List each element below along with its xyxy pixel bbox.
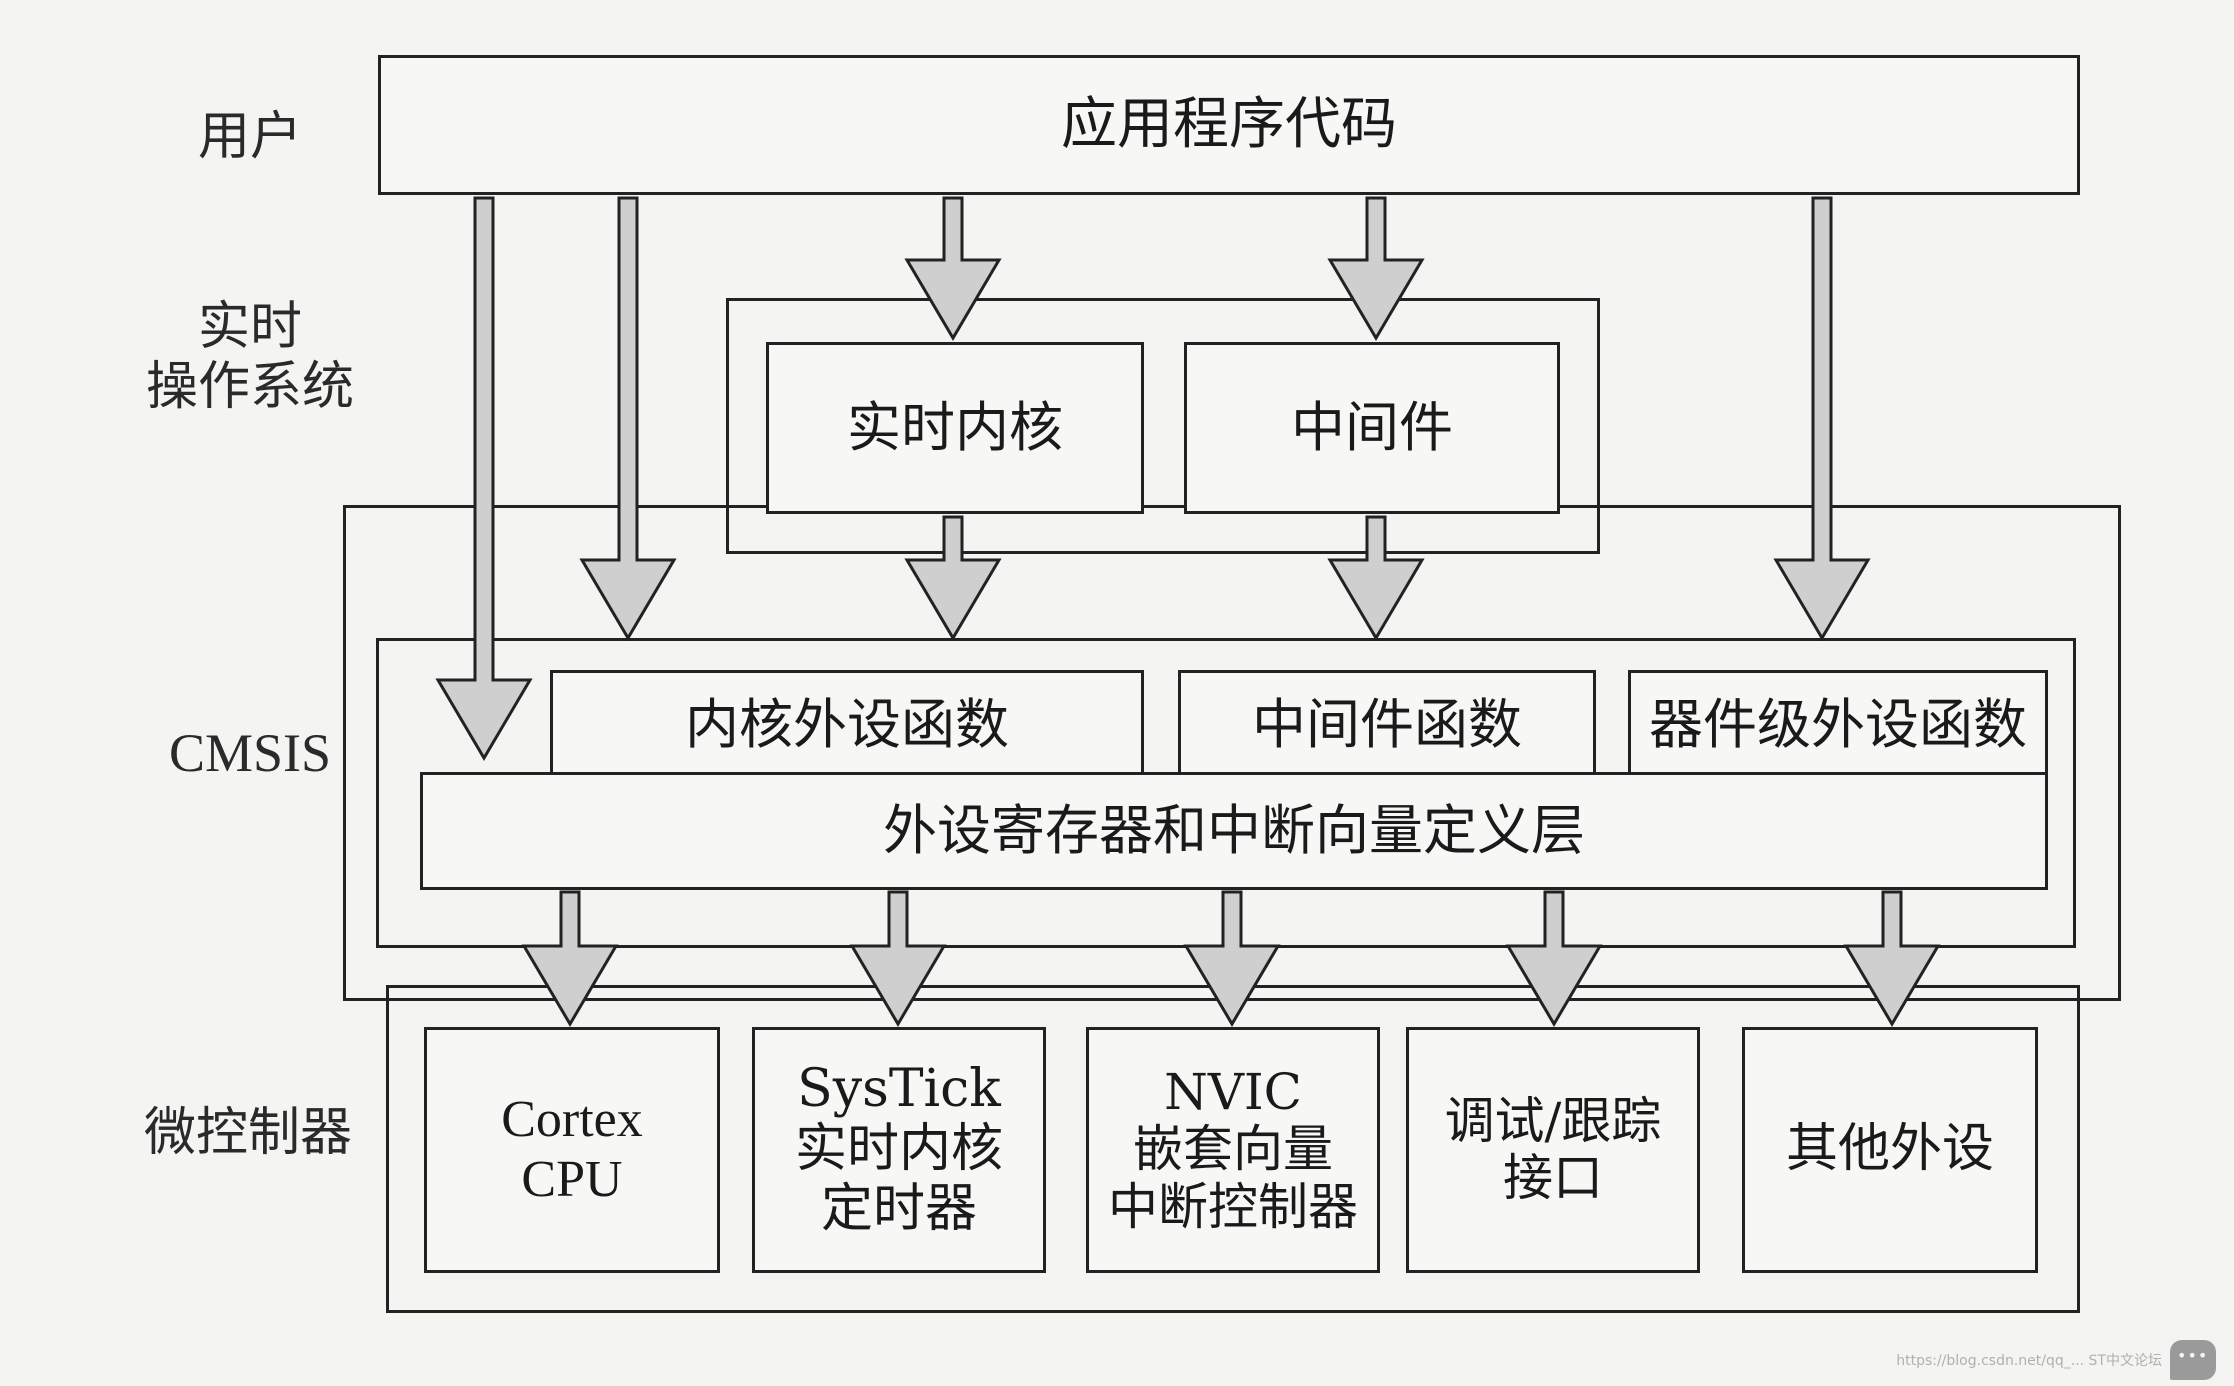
cortex-cpu-label: Cortex CPU — [501, 1091, 643, 1208]
arrow-to-debug — [1505, 890, 1603, 1027]
rt-kernel-label: 实时内核 — [847, 395, 1063, 459]
other-peripherals-label: 其他外设 — [1785, 1119, 1994, 1180]
peripheral-register-layer-label: 外设寄存器和中断向量定义层 — [883, 798, 1585, 862]
core-peripheral-functions-label: 内核外设函数 — [685, 692, 1009, 756]
device-peripheral-functions-box: 器件级外设函数 — [1628, 670, 2048, 780]
peripheral-register-layer-box: 外设寄存器和中断向量定义层 — [420, 772, 2048, 890]
chat-icon — [2170, 1340, 2216, 1380]
middleware-functions-label: 中间件函数 — [1252, 692, 1522, 756]
middleware-label: 中间件 — [1291, 395, 1453, 459]
systick-box: SysTick 实时内核 定时器 — [752, 1027, 1046, 1273]
middleware-box: 中间件 — [1184, 342, 1560, 514]
arrow-app-to-core-func — [579, 196, 677, 641]
cortex-cpu-box: Cortex CPU — [424, 1027, 720, 1273]
layer-label-rtos: 实时 操作系统 — [145, 297, 354, 417]
rt-kernel-box: 实时内核 — [766, 342, 1144, 514]
arrow-to-cortex-cpu — [521, 890, 619, 1027]
nvic-label: NVIC 嵌套向量 中断控制器 — [1108, 1062, 1358, 1236]
arrow-app-to-rt-kernel — [904, 196, 1002, 341]
arrow-to-nvic — [1183, 890, 1281, 1027]
watermark: https://blog.csdn.net/qq_... ST中文论坛 — [1896, 1340, 2216, 1380]
systick-label: SysTick 实时内核 定时器 — [794, 1059, 1003, 1239]
arrow-to-systick — [849, 890, 947, 1027]
application-code-box: 应用程序代码 — [378, 55, 2080, 195]
rtos-frame — [726, 298, 1600, 554]
device-peripheral-functions-label: 器件级外设函数 — [1649, 692, 2027, 756]
core-peripheral-functions-box: 内核外设函数 — [550, 670, 1144, 780]
arrow-middleware-to-middleware-func — [1327, 515, 1425, 641]
debug-trace-label: 调试/跟踪 接口 — [1444, 1091, 1662, 1207]
arrow-app-to-device-func — [1773, 196, 1871, 641]
arrow-app-to-middleware — [1327, 196, 1425, 341]
application-code-label: 应用程序代码 — [1061, 91, 1397, 157]
arrow-rt-kernel-to-core-func — [904, 515, 1002, 641]
layer-label-mcu: 微控制器 — [143, 1103, 352, 1163]
arrow-to-other-periph — [1843, 890, 1941, 1027]
layer-label-user: 用户 — [197, 107, 302, 167]
layer-label-cmsis: CMSIS — [168, 723, 332, 783]
arrow-app-to-register-layer — [435, 196, 533, 761]
watermark-text: https://blog.csdn.net/qq_... ST中文论坛 — [1896, 1353, 2162, 1369]
nvic-box: NVIC 嵌套向量 中断控制器 — [1086, 1027, 1380, 1273]
debug-trace-box: 调试/跟踪 接口 — [1406, 1027, 1700, 1273]
middleware-functions-box: 中间件函数 — [1178, 670, 1596, 780]
other-peripherals-box: 其他外设 — [1742, 1027, 2038, 1273]
